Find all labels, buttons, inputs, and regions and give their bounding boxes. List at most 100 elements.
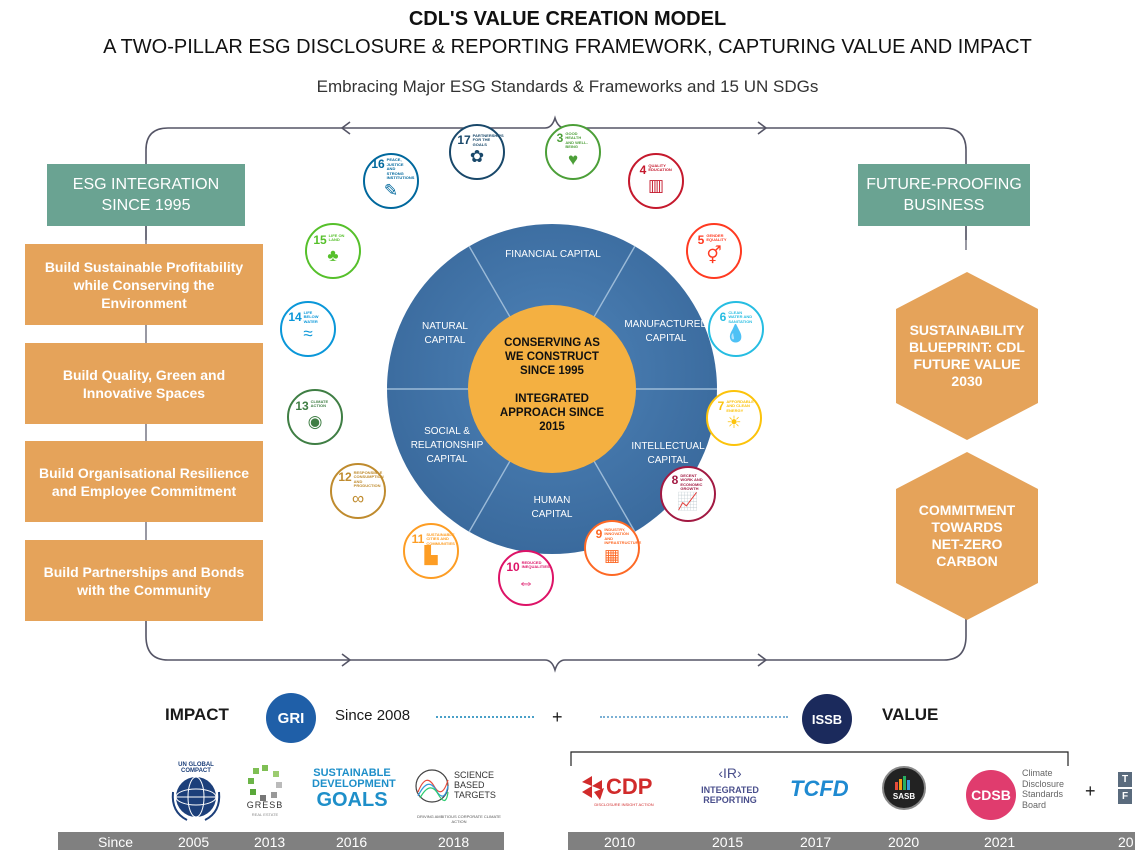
integrated-reporting-logo: ‹IR› INTEGRATED REPORTING — [701, 765, 759, 805]
cdp-text: CDP — [606, 774, 653, 799]
tree-icon: ♣ — [327, 245, 339, 265]
cdsb-description: Climate Disclosure Standards Board — [1022, 768, 1065, 810]
sdg-label: RESPONSIBLE CONSUMPTION AND PRODUCTION — [353, 469, 384, 488]
sdg-number: 12 — [338, 469, 352, 484]
right-pillar-hexagon-1: SUSTAINABILITY BLUEPRINT: CDL FUTURE VAL… — [896, 272, 1038, 440]
center-text-conserving: CONSERVING AS WE CONSTRUCT SINCE 1995 — [504, 337, 600, 377]
sasb-text: SASB — [892, 792, 916, 801]
sdg-number: 11 — [411, 531, 425, 546]
left-pillar-header: ESG INTEGRATION SINCE 1995 — [47, 164, 245, 226]
capital-social-relationship: SOCIAL & RELATIONSHIP CAPITAL — [410, 426, 484, 465]
gri-logo: GRI — [266, 693, 316, 743]
heartbeat-icon: ♥ — [567, 149, 579, 169]
water-drop-icon: 💧 — [725, 324, 747, 344]
capital-financial: FINANCIAL CAPITAL — [505, 249, 601, 260]
bottom-left-arrow-icon — [341, 653, 352, 667]
year-label: 2015 — [712, 834, 744, 850]
sdg-label: PEACE, JUSTICE AND STRONG INSTITUTIONS — [386, 157, 415, 181]
sdg-number: 14 — [288, 309, 302, 324]
cubes-icon: ▦ — [603, 545, 621, 565]
gresb-text: GRESB — [246, 800, 284, 810]
right-pillar-item-1: SUSTAINABILITY BLUEPRINT: CDL FUTURE VAL… — [909, 322, 1025, 389]
year-label: 2017 — [800, 834, 832, 850]
science-based-targets-logo: SCIENCE BASED TARGETS DRIVING AMBITIOUS … — [414, 764, 504, 826]
year-label: 2020 — [888, 834, 920, 850]
eye-globe-icon: ◉ — [307, 411, 323, 431]
year-label: 2021 — [984, 834, 1016, 850]
year-label: 2010 — [604, 834, 636, 850]
sdg-number: 10 — [506, 559, 520, 574]
top-right-arrow-icon — [757, 121, 768, 135]
sdg-number: 7 — [717, 398, 725, 413]
sdg-number: 3 — [556, 130, 564, 145]
sdg-number: 15 — [313, 232, 327, 247]
dove-icon: ✎ — [383, 180, 399, 200]
fish-icon: ≈ — [303, 324, 313, 344]
sdg-number: 16 — [371, 157, 385, 172]
top-frame-line — [145, 115, 967, 240]
page-tagline: Embracing Major ESG Standards & Framewor… — [316, 77, 819, 96]
sdg-label: SUSTAINABLE CITIES AND COMMUNITIES — [426, 531, 455, 546]
equality-icon: ⇔ — [517, 572, 535, 592]
sdg-label: QUALITY EDUCATION — [648, 162, 672, 172]
partnership-flower-icon: ✿ — [469, 147, 485, 167]
gri-since-text: Since 2008 — [335, 707, 411, 724]
capital-manufactured: MANUFACTURED CAPITAL — [624, 319, 708, 344]
page-title: CDL'S VALUE CREATION MODEL — [408, 8, 727, 30]
gresb-subtext: REAL ESTATE — [251, 812, 279, 817]
center-text-integrated: INTEGRATED APPROACH SINCE 2015 — [499, 393, 605, 433]
bottom-right-arrow-icon — [757, 653, 768, 667]
sbt-text: SCIENCE BASED TARGETS — [454, 770, 496, 800]
plus-sign: + — [552, 707, 563, 727]
un-global-compact-logo: UN GLOBAL COMPACT — [163, 762, 229, 828]
issb-dotted-line — [600, 716, 788, 718]
page-subtitle: A TWO-PILLAR ESG DISCLOSURE & REPORTING … — [103, 36, 1032, 58]
left-pillar-item-3: Build Organisational Resilience and Empl… — [25, 441, 263, 522]
sbt-subtext: DRIVING AMBITIOUS CORPORATE CLIMATE ACTI… — [417, 814, 501, 824]
year-label: 2018 — [438, 834, 470, 850]
sdg-number: 17 — [457, 132, 471, 147]
sdg-label: INDUSTRY, INNOVATION AND INFRASTRUCTURE — [604, 526, 642, 545]
sasb-logo: SASB — [882, 766, 926, 810]
capital-human: HUMAN CAPITAL — [531, 495, 573, 520]
year-label: 2016 — [336, 834, 368, 850]
cdp-subtext: DISCLOSURE INSIGHT ACTION — [594, 802, 654, 807]
gresb-logo: GRESB REAL ESTATE — [245, 762, 285, 822]
left-pillar-item-1: Build Sustainable Profitability while Co… — [25, 244, 263, 325]
impact-label: IMPACT — [165, 705, 229, 724]
right-pillar-header: FUTURE-PROOFING BUSINESS — [858, 164, 1030, 226]
year-label: 20 — [1118, 834, 1134, 850]
left-year-bar: Since 2005 2013 2016 2018 — [58, 832, 504, 850]
sdg-label: CLIMATE ACTION — [310, 398, 329, 408]
sdg-number: 4 — [639, 162, 647, 177]
bottom-frame-line — [145, 595, 967, 673]
capital-intellectual: INTELLECTUAL CAPITAL — [631, 441, 705, 466]
gender-icon: ⚥ — [706, 245, 722, 265]
capitals-wheel — [387, 224, 717, 554]
sdg-goals-logo: SUSTAINABLE DEVELOPMENT GOALS — [312, 767, 396, 811]
sdg-label: LIFE ON LAND — [328, 232, 345, 242]
tnfd-logo-partial: T F — [1118, 772, 1135, 806]
infinity-icon: ∞ — [351, 488, 365, 508]
